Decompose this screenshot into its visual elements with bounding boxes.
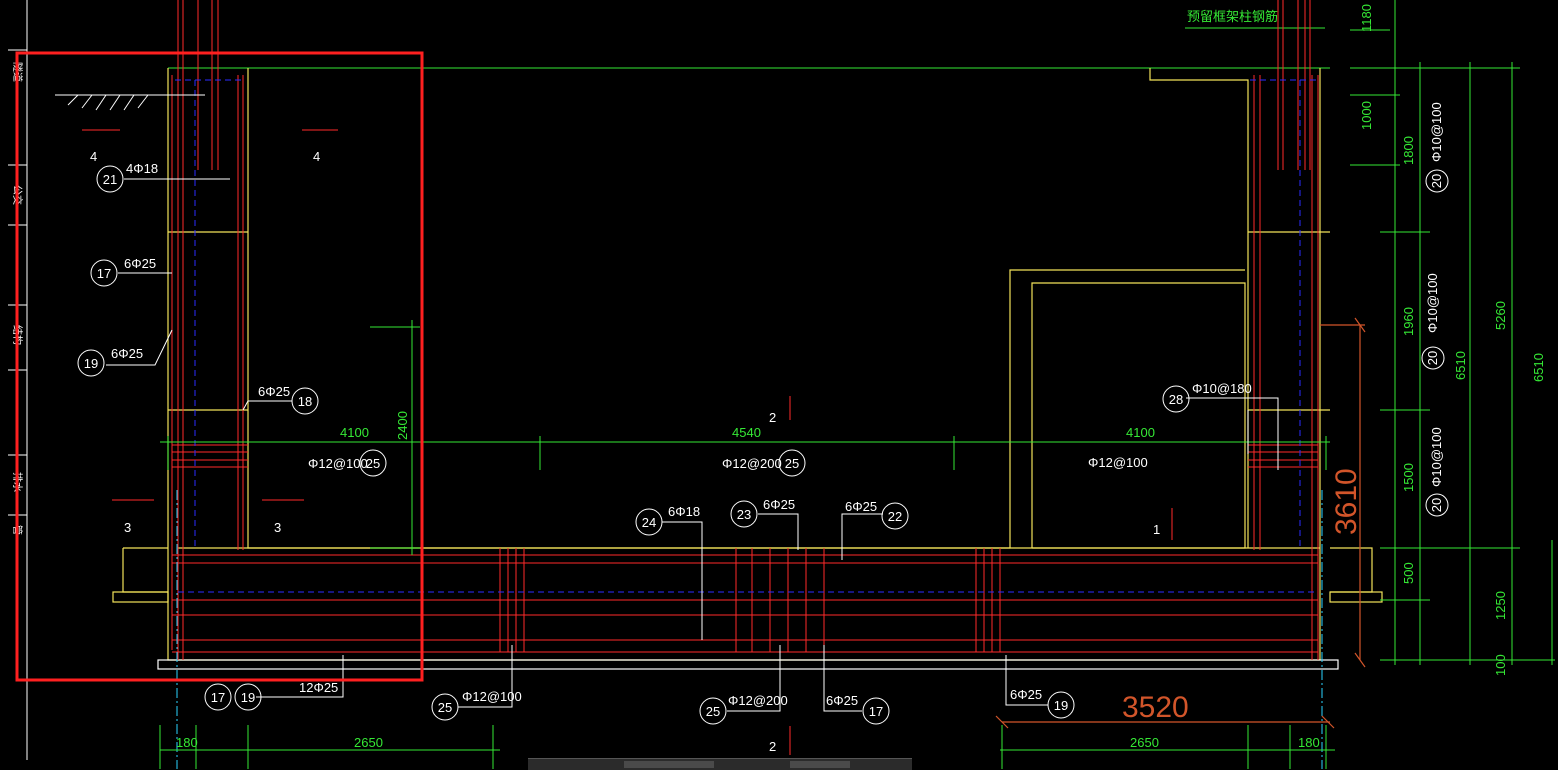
callout-num-28: 28 xyxy=(1169,392,1183,407)
callout-num-22: 22 xyxy=(888,509,902,524)
callout-17-19-bottom: 17 19 12Φ25 xyxy=(204,680,338,711)
stirrup-dashed-lines xyxy=(175,79,1318,593)
callout-text-19: 6Φ25 xyxy=(111,346,143,361)
dim-4540: 4540 xyxy=(732,425,761,440)
leader-lines xyxy=(106,178,1279,712)
callout-25-bottom-left: 25 Φ12@100 xyxy=(431,689,522,721)
status-bar-segment[interactable] xyxy=(624,761,714,768)
note-reserved-column-rebar: 预留框架柱钢筋 xyxy=(1187,9,1278,24)
top-dimension-lines xyxy=(168,27,1420,166)
callout-num-18: 18 xyxy=(298,394,312,409)
ground-hatch xyxy=(55,94,205,111)
callout-num-23: 23 xyxy=(737,507,751,522)
section-mark-4-right: 4 xyxy=(313,149,320,164)
dim-1250: 1250 xyxy=(1493,591,1508,620)
callout-num-24: 24 xyxy=(642,515,656,530)
dim-4100-right: 4100 xyxy=(1126,425,1155,440)
dim-2400: 2400 xyxy=(395,411,410,440)
dim-2650-left: 2650 xyxy=(354,735,383,750)
callout-text-25a: Φ12@100 xyxy=(308,456,368,471)
callout-num-25-bm: 25 xyxy=(706,704,720,719)
callout-num-25a: 25 xyxy=(366,456,380,471)
callout-num-19-br: 19 xyxy=(1054,698,1068,713)
dim-1960: 1960 xyxy=(1401,307,1416,336)
dim-2650-right: 2650 xyxy=(1130,735,1159,750)
callout-23: 23 6Φ25 xyxy=(730,497,795,528)
large-dimension-lines xyxy=(995,317,1366,729)
callout-28: 28 Φ10@180 xyxy=(1162,381,1252,413)
callout-num-19-bottom: 19 xyxy=(241,690,255,705)
rebar-lines xyxy=(82,0,1319,755)
callout-19: 19 6Φ25 xyxy=(77,346,143,377)
callout-text-28: Φ10@180 xyxy=(1192,381,1252,396)
center-dashdot xyxy=(176,490,1323,769)
callout-text-25b: Φ12@200 xyxy=(722,456,782,471)
callout-text-24: 6Φ18 xyxy=(668,504,700,519)
status-bar-segment[interactable] xyxy=(790,761,850,768)
callout-num-25b: 25 xyxy=(785,456,799,471)
callout-text-17-br: 6Φ25 xyxy=(826,693,858,708)
callout-num-17-br: 17 xyxy=(869,704,883,719)
callout-17: 17 6Φ25 xyxy=(90,256,156,287)
dim-1800: 1800 xyxy=(1401,136,1416,165)
callout-text-20c: Φ10@100 xyxy=(1429,427,1444,487)
callout-num-20c: 20 xyxy=(1429,498,1444,512)
callout-text-12phi25: 12Φ25 xyxy=(299,680,338,695)
callout-text-25-right: Φ12@100 xyxy=(1088,455,1148,470)
callout-text-25-bm: Φ12@200 xyxy=(728,693,788,708)
callout-22: 22 6Φ25 xyxy=(845,499,909,530)
section-mark-4-left: 4 xyxy=(90,149,97,164)
section-mark-3-right: 3 xyxy=(274,520,281,535)
structure-outline xyxy=(112,68,1383,670)
callout-25-bottom-mid: 25 Φ12@200 xyxy=(699,693,788,725)
large-dim-3610: 3610 xyxy=(1330,468,1363,535)
callout-num-21: 21 xyxy=(103,172,117,187)
callout-text-17: 6Φ25 xyxy=(124,256,156,271)
callout-text-22: 6Φ25 xyxy=(845,499,877,514)
bottom-status-bar[interactable] xyxy=(528,758,912,770)
callout-18: 18 6Φ25 xyxy=(258,384,319,415)
dim-5260: 5260 xyxy=(1493,301,1508,330)
dim-500: 500 xyxy=(1401,562,1416,584)
callout-text-23: 6Φ25 xyxy=(763,497,795,512)
selection-highlight-rect[interactable] xyxy=(15,51,424,682)
callout-text-18: 6Φ25 xyxy=(258,384,290,399)
dim-1000: 1000 xyxy=(1359,101,1374,130)
callout-text-19-br: 6Φ25 xyxy=(1010,687,1042,702)
callout-num-17-bottom: 17 xyxy=(211,690,225,705)
callout-19-bottom-right: 19 6Φ25 xyxy=(1010,687,1075,719)
dim-180-right: 180 xyxy=(1298,735,1320,750)
callout-25-top-left: Φ12@100 25 xyxy=(308,449,387,477)
callout-17-bottom-right: 17 6Φ25 xyxy=(826,693,890,725)
dim-180-left: 180 xyxy=(176,735,198,750)
callout-25-top-mid: Φ12@200 25 xyxy=(722,449,806,477)
callout-text-20b: Φ10@100 xyxy=(1425,273,1440,333)
callout-num-20b: 20 xyxy=(1425,351,1440,365)
callout-num-19: 19 xyxy=(84,356,98,371)
section-mark-3-left: 3 xyxy=(124,520,131,535)
callout-20-lower: 20 Φ10@100 xyxy=(1425,427,1449,517)
callout-20-upper: 20 Φ10@100 xyxy=(1425,102,1449,193)
dim-1500: 1500 xyxy=(1401,463,1416,492)
dim-6510-inner: 6510 xyxy=(1453,351,1468,380)
callout-num-25-bl: 25 xyxy=(438,700,452,715)
dim-100: 100 xyxy=(1493,654,1508,676)
section-mark-2-top: 2 xyxy=(769,410,776,425)
callout-num-17: 17 xyxy=(97,266,111,281)
dim-6510-outer: 6510 xyxy=(1531,353,1546,382)
section-mark-1: 1 xyxy=(1153,522,1160,537)
dim-1180: 1180 xyxy=(1359,4,1374,32)
section-mark-2-bottom: 2 xyxy=(769,739,776,754)
callout-text-21: 4Φ18 xyxy=(126,161,158,176)
callout-num-20a: 20 xyxy=(1429,174,1444,188)
large-dim-3520: 3520 xyxy=(1122,691,1189,724)
dim-4100-left: 4100 xyxy=(340,425,369,440)
dimension-lines xyxy=(159,0,1555,769)
callout-text-25-bl: Φ12@100 xyxy=(462,689,522,704)
callout-20-middle: 20 Φ10@100 xyxy=(1421,273,1445,370)
callout-text-20a: Φ10@100 xyxy=(1429,102,1444,162)
callout-21: 21 4Φ18 xyxy=(96,161,158,193)
callout-24: 24 6Φ18 xyxy=(635,504,700,536)
